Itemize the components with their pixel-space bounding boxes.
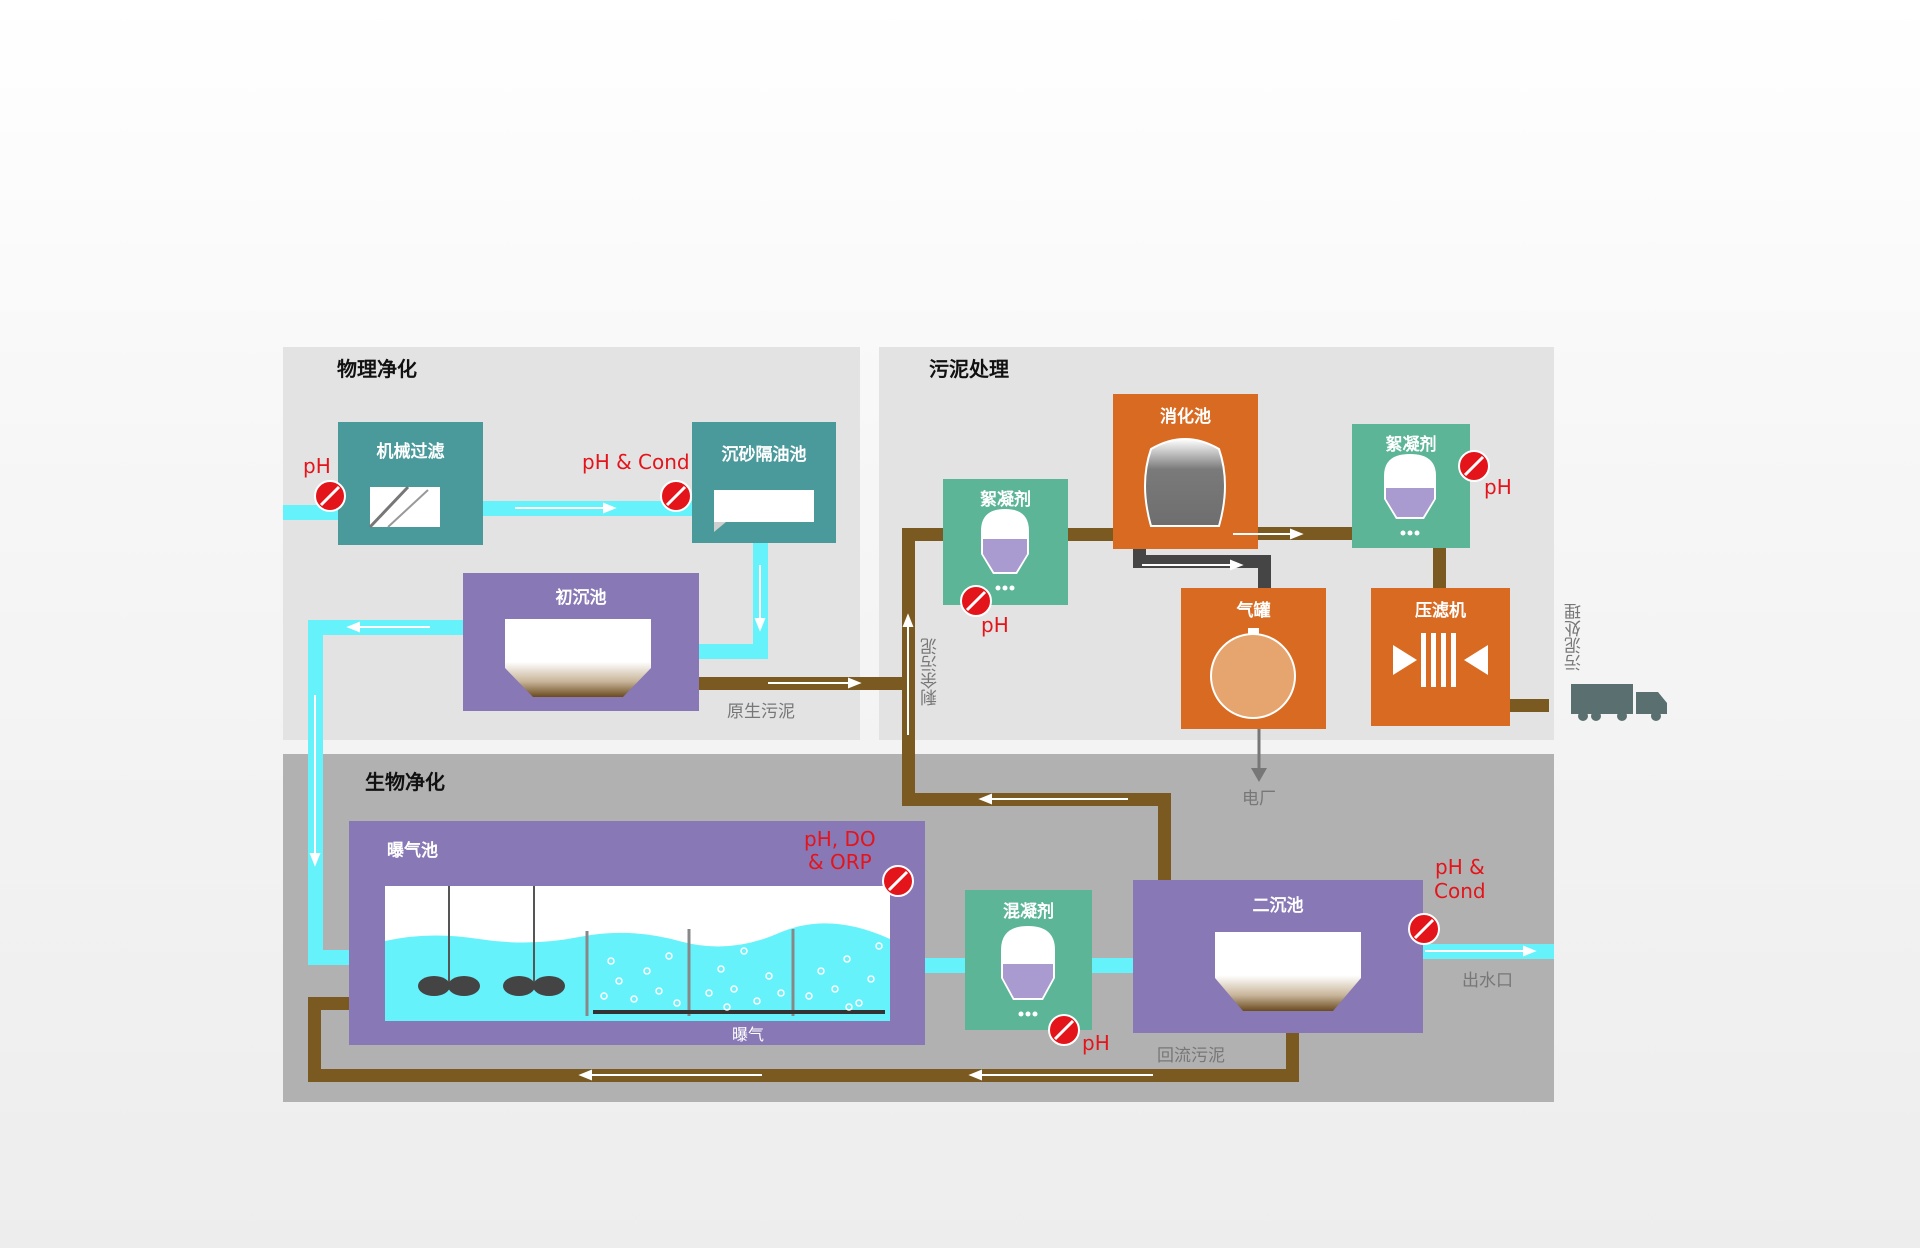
sensor-label-coagulant: pH [1082,1031,1110,1055]
sensor-probe-icon [1408,913,1440,945]
water-pipe-coag-to-clarifier [1092,958,1134,973]
dosing-tank-icon [981,509,1029,591]
sensor-label-grit: pH & Cond [582,450,690,474]
digester-tank-icon [1144,438,1226,527]
clarifier-tank-icon [1215,932,1361,1011]
sludge-pipe-top-left [902,528,944,541]
unit-label: 沉砂隔油池 [721,445,807,465]
unit-label: 混凝剂 [1003,902,1054,922]
separator-tank-icon [714,490,814,532]
label-return-sludge: 回流污泥 [1157,1046,1225,1066]
unit-flocculant-1: 絮凝剂 [943,479,1068,605]
sensor-probe-icon [1458,450,1490,482]
sensor-probe-icon [660,480,692,512]
sensor-label-aeration-2: & ORP [808,850,872,874]
screen-filter-icon [368,485,440,529]
sensor-probe-icon [1048,1014,1080,1046]
sensor-label-outlet-1: pH & [1435,855,1485,879]
aeration-label: 曝气 [732,1025,765,1044]
label-sludge-disposal: 污泥处理 [1565,603,1585,671]
unit-filter-press: 压滤机 [1371,588,1510,726]
clarifier-tank-icon [505,619,651,697]
zone-title-sludge: 污泥处理 [929,357,1009,381]
sensor-label-floc1: pH [981,613,1009,637]
unit-coagulant: 混凝剂 [965,890,1092,1030]
unit-label: 二沉池 [1252,896,1304,916]
filter-press-icon [1393,633,1488,687]
label-raw-sludge: 原生污泥 [727,702,795,722]
unit-flocculant-2: 絮凝剂 [1352,424,1470,548]
unit-label: 絮凝剂 [1385,435,1437,455]
zone-title-bio: 生物净化 [365,770,445,794]
unit-mech-filter: 机械过滤 [338,422,483,545]
sludge-pipe-digester-to-floc [1257,527,1352,540]
sensor-label-aeration-1: pH, DO [804,827,876,851]
unit-aeration-tank: 曝气池 曝气 [349,821,925,1045]
unit-primary-clarifier: 初沉池 [463,573,699,711]
unit-digester: 消化池 [1113,394,1258,549]
water-pipe-grit-to-clarifier [699,644,768,659]
label-excess-sludge: 剩余污泥 [921,638,941,706]
unit-label: 机械过滤 [376,442,445,462]
zone-title-physical: 物理净化 [337,357,417,381]
sensor-probe-icon [314,480,346,512]
sludge-pipe-return-bottom [308,1069,1299,1082]
unit-label: 压滤机 [1415,601,1466,621]
sludge-pipe-return-left [308,997,321,1082]
sensor-label-floc2: pH [1484,475,1512,499]
unit-label: 气罐 [1236,601,1271,621]
dosing-tank-icon [1384,454,1436,536]
unit-label: 初沉池 [555,588,607,608]
sensor-probe-icon [960,585,992,617]
gas-pipe-vertical-b [1258,555,1271,589]
water-pipe-to-aeration [308,950,353,965]
aeration-basin-icon [385,886,890,1021]
unit-grit-oil: 沉砂隔油池 [692,422,836,543]
unit-gas-tank: 气罐 [1181,588,1326,729]
sludge-pipe-floc-to-press [1433,547,1446,589]
unit-label: 曝气池 [387,841,438,861]
dosing-tank-icon [1001,926,1055,1017]
water-pipe-aeration-to-coag [924,958,966,973]
sludge-pipe-to-clarifier2 [1158,793,1171,880]
sensor-label-inlet: pH [303,454,331,478]
unit-secondary-clarifier: 二沉池 [1133,880,1423,1033]
unit-label: 消化池 [1160,407,1211,427]
unit-label: 絮凝剂 [980,490,1031,510]
sludge-pipe-return-into-aeration [308,997,353,1010]
label-power-plant: 电厂 [1242,789,1276,809]
sludge-pipe-press-out [1509,699,1549,712]
label-outlet: 出水口 [1462,971,1513,991]
sensor-label-outlet-2: Cond [1434,879,1486,903]
sludge-pipe-floc-to-digester [1067,528,1113,541]
sensor-probe-icon [882,865,914,897]
gas-sphere-icon [1210,628,1296,719]
